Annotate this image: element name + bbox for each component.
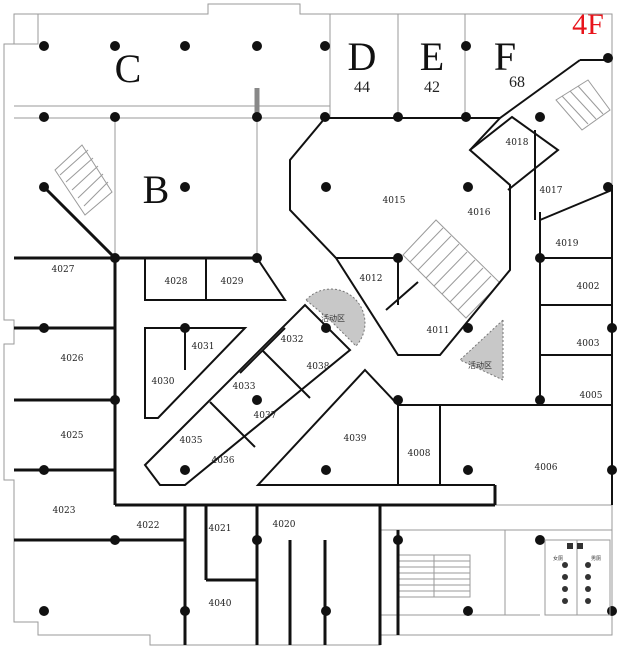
zone-e-number: 42 bbox=[424, 79, 440, 96]
room-4019[interactable]: 4019 bbox=[556, 239, 579, 249]
activity-area-triangle bbox=[459, 318, 504, 381]
activity-area-label-2: 活动区 bbox=[468, 360, 492, 370]
room-4005[interactable]: 4005 bbox=[580, 391, 603, 401]
zone-f-number: 68 bbox=[509, 74, 525, 91]
zone-d-number: 44 bbox=[354, 79, 370, 96]
zone-e-label: E bbox=[420, 34, 444, 79]
room-4029[interactable]: 4029 bbox=[221, 277, 244, 287]
room-4016[interactable]: 4016 bbox=[468, 208, 491, 218]
zone-c-label: C bbox=[115, 46, 142, 91]
room-4003[interactable]: 4003 bbox=[577, 339, 600, 349]
floor-label: 4F bbox=[572, 8, 604, 41]
building-outline bbox=[3, 3, 613, 646]
room-4032[interactable]: 4032 bbox=[281, 335, 304, 345]
room-4033[interactable]: 4033 bbox=[233, 382, 256, 392]
room-4038[interactable]: 4038 bbox=[307, 362, 330, 372]
room-4031[interactable]: 4031 bbox=[192, 342, 215, 352]
restroom-male-label: 男厕 bbox=[591, 556, 601, 562]
room-4030[interactable]: 4030 bbox=[152, 377, 175, 387]
room-4002[interactable]: 4002 bbox=[577, 282, 600, 292]
restroom-female-label: 女厕 bbox=[553, 555, 563, 562]
walls bbox=[14, 59, 613, 645]
room-4011[interactable]: 4011 bbox=[427, 326, 450, 336]
room-4022[interactable]: 4022 bbox=[137, 521, 160, 531]
escalator-top-right bbox=[555, 79, 611, 131]
columns bbox=[39, 41, 617, 616]
room-4006[interactable]: 4006 bbox=[535, 463, 558, 473]
zone-f-label: F bbox=[494, 34, 516, 79]
room-4008[interactable]: 4008 bbox=[408, 449, 431, 459]
escalator-left bbox=[54, 144, 113, 216]
room-4026[interactable]: 4026 bbox=[61, 354, 84, 364]
room-4028[interactable]: 4028 bbox=[165, 277, 188, 287]
room-4040[interactable]: 4040 bbox=[209, 599, 232, 609]
room-4037[interactable]: 4037 bbox=[254, 411, 277, 421]
activity-area-label-1: 活动区 bbox=[321, 313, 345, 323]
escalator-center bbox=[402, 219, 501, 319]
room-4023[interactable]: 4023 bbox=[53, 506, 76, 516]
zone-d-label: D bbox=[348, 34, 377, 79]
room-4039[interactable]: 4039 bbox=[344, 434, 367, 444]
stairs-bottom bbox=[397, 554, 471, 598]
zone-b-label: B bbox=[143, 167, 170, 212]
restroom-block: 女厕 男厕 bbox=[544, 539, 611, 616]
room-4036[interactable]: 4036 bbox=[212, 456, 235, 466]
room-4015[interactable]: 4015 bbox=[383, 196, 406, 206]
room-4017[interactable]: 4017 bbox=[540, 186, 563, 196]
room-4035[interactable]: 4035 bbox=[180, 436, 203, 446]
room-4027[interactable]: 4027 bbox=[52, 265, 75, 275]
room-4025[interactable]: 4025 bbox=[61, 431, 84, 441]
room-4021[interactable]: 4021 bbox=[209, 524, 232, 534]
room-4020[interactable]: 4020 bbox=[273, 520, 296, 530]
activity-area-semicircle bbox=[305, 288, 366, 347]
room-4018[interactable]: 4018 bbox=[506, 138, 529, 148]
room-4012[interactable]: 4012 bbox=[360, 274, 383, 284]
